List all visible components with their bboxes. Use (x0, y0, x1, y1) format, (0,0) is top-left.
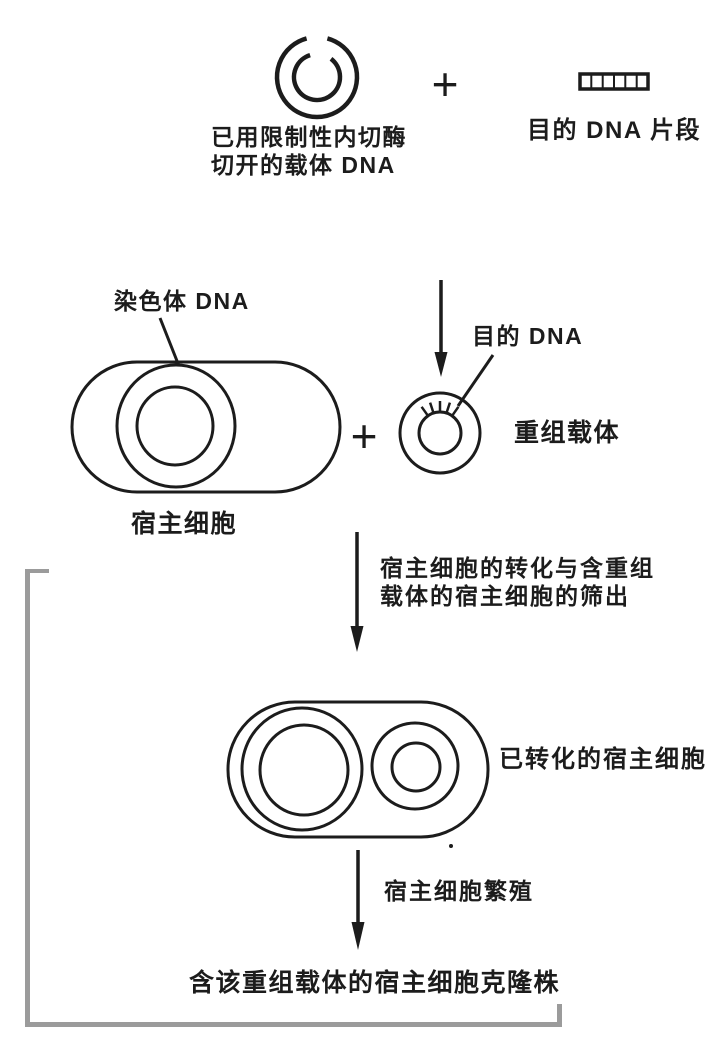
target-dna-label: 目的 DNA (472, 323, 584, 349)
transformed-cell-outline-icon (226, 700, 490, 839)
plus-sign-top-icon: + (431, 58, 459, 110)
plus-sign-middle-icon: + (350, 410, 378, 462)
host-cell-label: 宿主细胞 (131, 510, 238, 538)
chromosome-dna-label: 染色体 DNA (114, 288, 250, 314)
down-arrow-ligation-icon (434, 280, 448, 377)
propagation-step-label: 宿主细胞繁殖 (384, 878, 534, 904)
transformed-vector-outer-ring-icon (370, 721, 460, 811)
chromosome-outer-ring-icon (115, 363, 237, 489)
recombinant-vector-inner-ring-icon (417, 410, 463, 456)
chromosome-pointer-line (158, 317, 181, 367)
corner-frame-icon (25, 569, 562, 1027)
down-arrow-propagation-icon (351, 850, 365, 950)
transformation-step-line1: 宿主细胞的转化与含重组 (380, 555, 655, 581)
transformed-cell-label: 已转化的宿主细胞 (499, 746, 707, 773)
transformed-chromosome-inner-ring-icon (258, 723, 350, 817)
down-arrow-transformation-icon (350, 532, 364, 652)
transformation-step-label: 宿主细胞的转化与含重组 载体的宿主细胞的筛出 (380, 554, 655, 610)
transformation-step-line2: 载体的宿主细胞的筛出 (380, 583, 630, 609)
target-dna-fragment-bar-icon (578, 72, 650, 91)
cut-vector-label: 已用限制性内切酶 切开的载体 DNA (211, 124, 407, 179)
inserted-dna-ticks-icon (420, 401, 460, 417)
target-fragment-label: 目的 DNA 片段 (527, 117, 701, 144)
cut-vector-inner-ring-icon (291, 52, 343, 103)
clone-strain-label: 含该重组载体的宿主细胞克隆株 (189, 969, 561, 997)
scan-artifact-dot (449, 844, 453, 848)
chromosome-inner-ring-icon (135, 385, 215, 467)
cut-vector-label-line2: 切开的载体 DNA (211, 151, 396, 178)
recombinant-vector-outer-ring-icon (398, 391, 482, 475)
recombinant-vector-label: 重组载体 (514, 419, 621, 447)
host-cell-outline-icon (70, 360, 342, 494)
cut-vector-label-line1: 已用限制性内切酶 (211, 124, 407, 150)
target-dna-pointer-line (456, 354, 495, 407)
cut-vector-outer-ring-icon (274, 36, 360, 120)
transformed-vector-inner-ring-icon (390, 741, 442, 793)
transformed-chromosome-outer-ring-icon (240, 706, 364, 832)
